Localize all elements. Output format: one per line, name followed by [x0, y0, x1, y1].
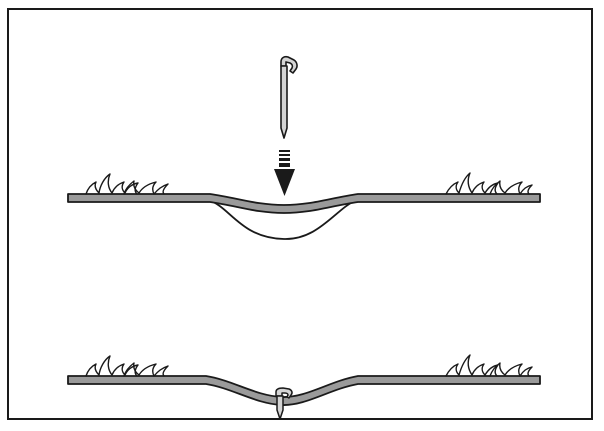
down-arrow-icon — [274, 150, 295, 196]
boundary-wire — [67, 193, 541, 214]
peg-icon — [275, 387, 293, 420]
peg-icon — [280, 55, 298, 139]
grass-tuft-icon — [445, 172, 533, 195]
diagram-frame — [7, 8, 593, 420]
panel-after — [67, 354, 541, 420]
panel-before — [67, 55, 541, 240]
grass-tuft-icon — [85, 173, 169, 195]
wire-loop — [207, 199, 357, 240]
grass-tuft-icon — [445, 354, 533, 377]
boundary-wire — [67, 375, 541, 406]
grass-tuft-icon — [85, 355, 169, 377]
